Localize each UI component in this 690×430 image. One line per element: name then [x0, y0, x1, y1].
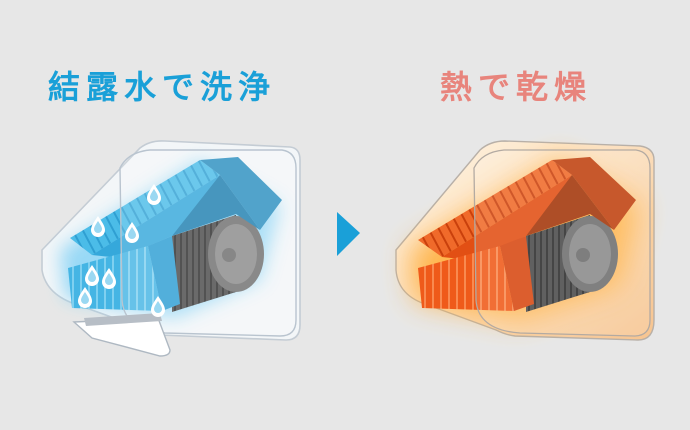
- wash-title: 結露水で洗浄: [48, 68, 277, 106]
- air-conditioner-wash-icon: [41, 140, 301, 357]
- triangle-right-icon: [337, 212, 360, 256]
- air-conditioner-dry-icon: [395, 140, 655, 341]
- dry-title: 熱で乾燥: [440, 68, 593, 106]
